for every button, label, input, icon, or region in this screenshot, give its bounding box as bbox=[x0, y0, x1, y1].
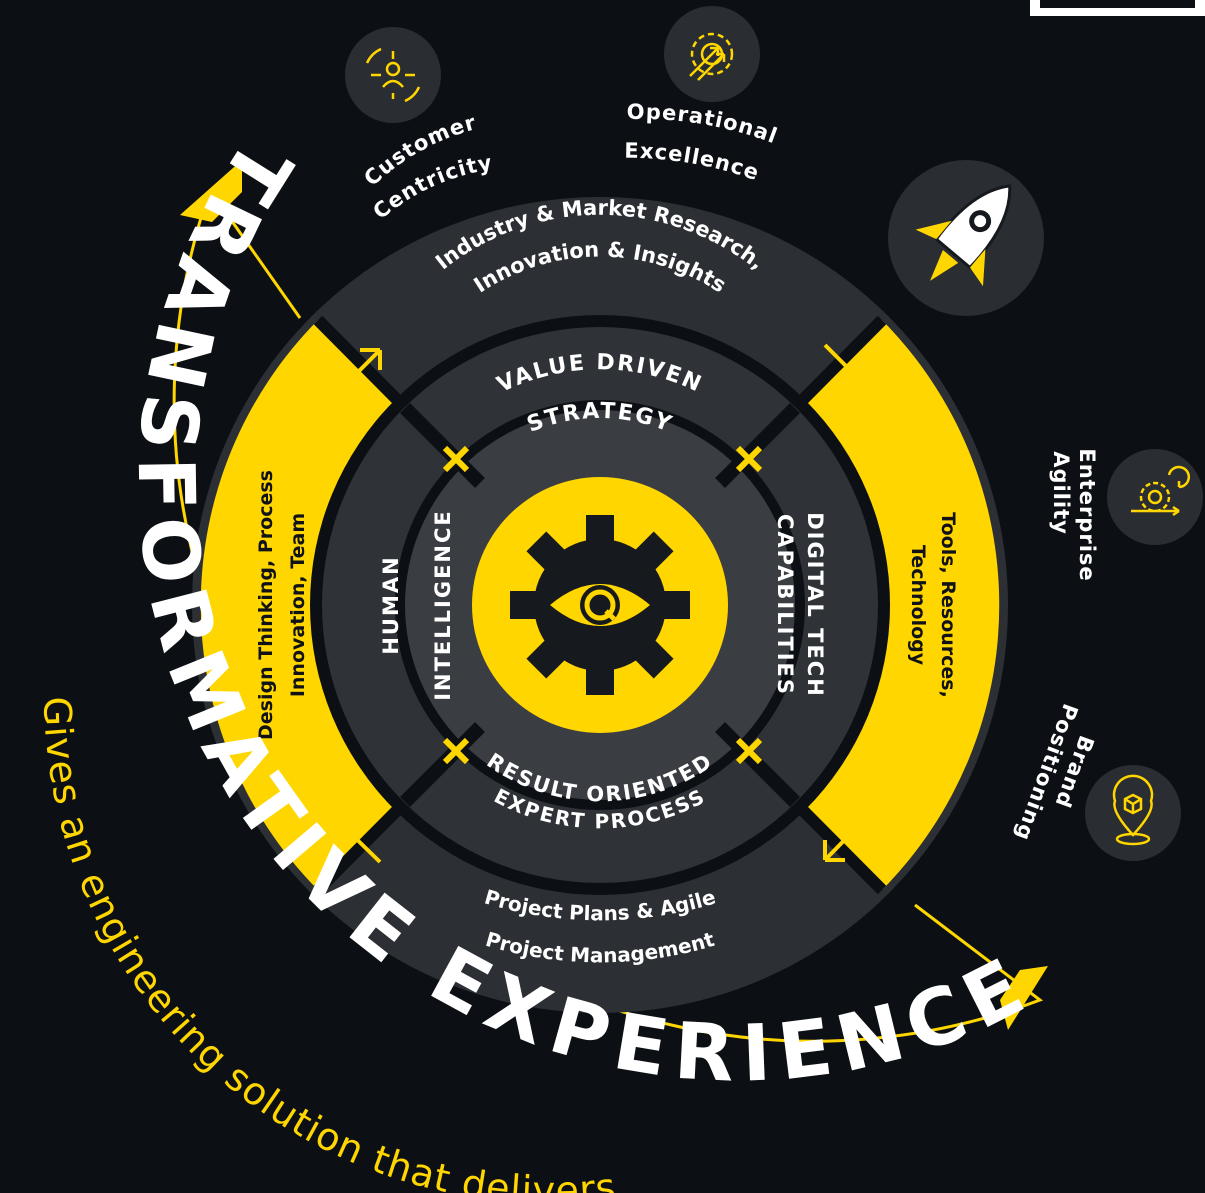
rocket-icon bbox=[888, 160, 1044, 316]
location-cube-icon bbox=[1085, 765, 1181, 861]
outcome-enterprise-label-2: Agility bbox=[1049, 451, 1073, 535]
left-panel-label-1: Design Thinking, Process bbox=[255, 470, 277, 740]
cross-markers bbox=[442, 445, 763, 765]
agile-gear-icon bbox=[1107, 449, 1203, 545]
gear-arrows-icon bbox=[664, 6, 760, 102]
flow-arrows bbox=[336, 343, 864, 864]
gear-eye-icon bbox=[510, 515, 690, 695]
left-panel-label-2: Innovation, Team bbox=[287, 513, 309, 697]
pillar-right-label-1: DIGITAL TECH bbox=[803, 512, 827, 698]
right-panel-label-2: Technology bbox=[907, 545, 929, 666]
pillar-right-label-2: CAPABILITIES bbox=[773, 514, 797, 696]
pillar-left-label-1: HUMAN bbox=[379, 555, 403, 654]
customer-focus-icon bbox=[345, 27, 441, 123]
arc-arrowhead-bottom bbox=[1000, 966, 1048, 1030]
inner-divider-lines bbox=[400, 403, 800, 807]
pillar-left-label-2: INTELLIGENCE bbox=[431, 509, 455, 701]
top-right-logo-fragment-inner bbox=[1040, 0, 1195, 8]
right-panel-label-1: Tools, Resources, bbox=[937, 512, 959, 698]
outcome-enterprise-label-1: Enterprise bbox=[1075, 448, 1099, 581]
arc-arrowhead-top bbox=[180, 160, 242, 222]
